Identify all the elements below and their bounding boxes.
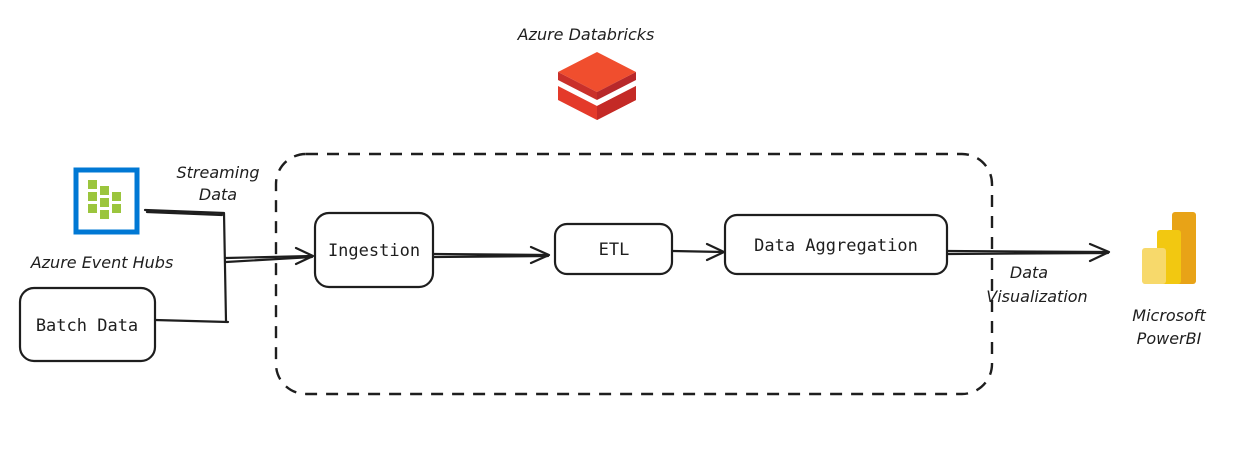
powerbi-label-line2: PowerBI xyxy=(1137,329,1202,348)
arrow-ingestion-etl xyxy=(432,245,551,265)
source-connectors xyxy=(143,208,315,324)
batch-data-node xyxy=(18,286,157,363)
etl-node xyxy=(553,222,674,276)
databricks-logo-icon xyxy=(558,52,636,120)
etl-label: ETL xyxy=(599,240,630,260)
aggregation-node xyxy=(723,213,949,276)
aggregation-label: Data Aggregation xyxy=(754,236,918,256)
ingestion-node xyxy=(313,211,435,289)
visualization-label-line1: Data xyxy=(1010,263,1048,282)
streaming-label-line1: Streaming xyxy=(177,163,260,182)
streaming-label-line2: Data xyxy=(199,185,237,204)
event-hubs-icon xyxy=(73,167,140,235)
batch-data-label: Batch Data xyxy=(36,316,138,336)
powerbi-icon xyxy=(1142,212,1196,284)
ingestion-label: Ingestion xyxy=(328,241,420,261)
databricks-boundary xyxy=(274,152,994,396)
event-hubs-label: Azure Event Hubs xyxy=(30,253,174,272)
arrow-etl-aggregation xyxy=(671,242,726,262)
powerbi-label-line1: Microsoft xyxy=(1132,306,1206,325)
arrow-aggregation-powerbi xyxy=(946,242,1111,263)
visualization-label-line2: Visualization xyxy=(986,287,1087,306)
databricks-label: Azure Databricks xyxy=(517,25,655,44)
